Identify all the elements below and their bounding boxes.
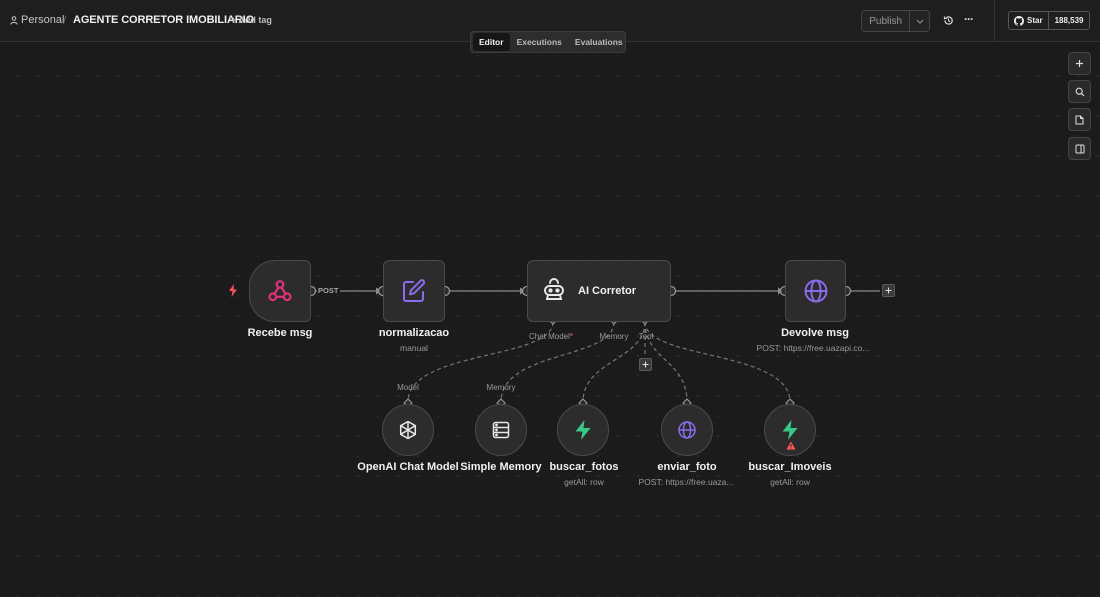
node-label-memory: Simple Memory [460, 461, 542, 473]
chevron-down-icon[interactable] [909, 11, 929, 31]
node-label-recebe-msg: Recebe msg [247, 327, 313, 339]
node-normalizacao[interactable] [383, 260, 445, 322]
breadcrumb-personal-label: Personal [21, 14, 65, 26]
publish-button[interactable]: Publish [861, 10, 930, 32]
node-subtitle-buscar-fotos: getAll: row [564, 477, 604, 487]
more-options-icon[interactable]: ··· [964, 12, 974, 26]
zoom-in-button[interactable] [1068, 52, 1091, 75]
port-label-tool: Tool [638, 332, 654, 341]
panel-toggle-icon [1075, 144, 1084, 153]
node-recebe-msg[interactable] [249, 260, 311, 322]
bolt-icon [782, 420, 798, 440]
warning-icon [786, 441, 796, 450]
port-label-chat-model: Chat Model* [529, 332, 573, 341]
tab-evaluations[interactable]: Evaluations [574, 37, 623, 47]
search-icon [1075, 87, 1084, 96]
plus-icon [642, 361, 649, 368]
sub-connections [407, 321, 791, 403]
globe-icon [678, 421, 696, 439]
bolt-icon [575, 420, 591, 440]
breadcrumb-personal[interactable]: Personal [10, 14, 64, 26]
node-label-openai: OpenAI Chat Model [357, 461, 459, 473]
header-divider [994, 0, 995, 42]
user-icon [10, 15, 18, 25]
node-label-enviar-foto: enviar_foto [657, 461, 717, 473]
diamond-ports[interactable] [403, 315, 795, 408]
node-label-ai-corretor: AI Corretor [578, 285, 637, 297]
github-icon [1014, 15, 1024, 26]
node-devolve-msg[interactable] [785, 260, 846, 322]
edit-icon [403, 279, 426, 302]
node-openai-chat-model[interactable] [382, 404, 434, 456]
github-star-count: 188,539 [1054, 16, 1084, 25]
add-node-button[interactable] [882, 284, 895, 297]
globe-icon [804, 279, 827, 303]
edge-label-post: POST [317, 286, 340, 295]
search-nodes-button[interactable] [1068, 80, 1091, 103]
publish-label: Publish [869, 15, 903, 27]
node-label-normalizacao: normalizacao [378, 327, 450, 339]
sticky-note-button[interactable] [1068, 108, 1091, 131]
node-buscar-fotos[interactable] [557, 404, 609, 456]
trigger-bolt-icon [229, 284, 237, 297]
database-icon [492, 421, 510, 439]
node-subtitle-buscar-imoveis: getAll: row [770, 477, 810, 487]
node-enviar-foto[interactable] [661, 404, 713, 456]
robot-icon [544, 278, 564, 300]
port-label-model: Model [397, 383, 419, 392]
breadcrumb-separator: / [63, 13, 67, 27]
github-star-label: Star [1027, 16, 1043, 25]
required-marker: * [569, 332, 574, 341]
port-label-chat-model-text: Chat Model [528, 332, 570, 341]
node-simple-memory[interactable] [475, 404, 527, 456]
tab-editor[interactable]: Editor [473, 33, 510, 51]
view-tabs: Editor Executions Evaluations [470, 31, 626, 53]
openai-icon [399, 420, 417, 440]
node-label-buscar-fotos: buscar_fotos [549, 461, 619, 473]
plus-icon [1076, 60, 1083, 67]
workflow-name[interactable]: AGENTE CORRETOR IMOBILIARIO [73, 14, 255, 26]
history-icon[interactable] [941, 13, 955, 27]
tab-executions[interactable]: Executions [516, 37, 562, 47]
port-label-memory: Memory [599, 332, 629, 341]
github-star-button[interactable]: Star 188,539 [1008, 11, 1090, 30]
node-buscar-imoveis[interactable] [764, 404, 816, 456]
node-label-buscar-imoveis: buscar_Imoveis [748, 461, 832, 473]
panel-toggle-button[interactable] [1068, 137, 1091, 160]
node-label-devolve-msg: Devolve msg [781, 327, 849, 339]
port-label-memory-in: Memory [486, 383, 516, 392]
webhook-icon [268, 280, 292, 302]
plus-icon [885, 287, 892, 294]
sticky-note-icon [1075, 115, 1084, 124]
add-tag-button[interactable]: + Add tag [231, 15, 272, 25]
add-tool-button[interactable] [639, 358, 652, 371]
node-subtitle-devolve-msg: POST: https://free.uazapi.co... [756, 343, 870, 353]
node-subtitle-normalizacao: manual [400, 343, 428, 353]
node-subtitle-enviar-foto: POST: https://free.uaza... [638, 477, 734, 487]
node-ai-corretor[interactable]: AI Corretor [527, 260, 671, 322]
